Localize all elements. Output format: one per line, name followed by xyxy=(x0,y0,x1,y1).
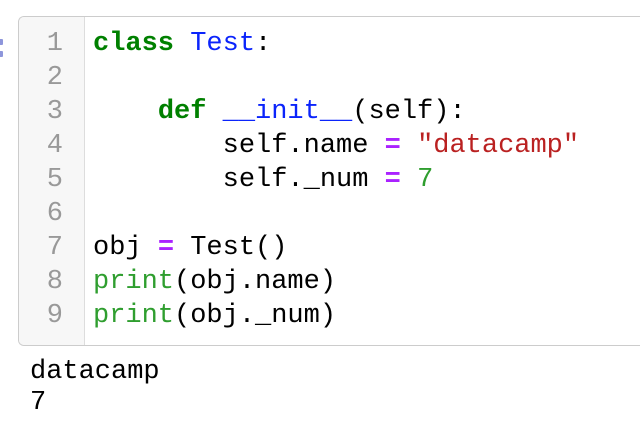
code-token: "datacamp" xyxy=(417,131,580,161)
code-cell: 1 2 3 4 5 6 7 8 9 class Test: def __init__(self)… xyxy=(18,16,640,346)
code-line: self.name = "datacamp" xyxy=(93,129,640,163)
code-line: print(obj._num) xyxy=(93,299,640,333)
code-token: Test xyxy=(190,29,256,59)
gutter: 1 2 3 4 5 6 7 8 9 xyxy=(19,17,85,345)
line-number: 4 xyxy=(46,131,63,161)
code-token: self.name xyxy=(93,131,385,161)
code-line xyxy=(93,61,640,95)
code-token xyxy=(174,29,190,59)
code-token: obj xyxy=(93,233,158,263)
code-token: : xyxy=(255,29,272,59)
code-token: Test() xyxy=(174,233,288,263)
code-token: = xyxy=(157,233,175,263)
line-number: 8 xyxy=(46,267,63,297)
code-token: = xyxy=(384,165,401,195)
clipped-prompt-fragment xyxy=(0,39,3,45)
line-number: 6 xyxy=(46,199,63,229)
code-line: print(obj.name) xyxy=(93,265,640,299)
line-number: 2 xyxy=(46,63,63,93)
code-token: (self): xyxy=(352,97,466,127)
code-token: __init__ xyxy=(222,97,353,127)
line-number: 3 xyxy=(46,97,63,127)
code-token: = xyxy=(384,131,401,161)
code-token: print xyxy=(93,301,175,331)
code-line: obj = Test() xyxy=(93,231,640,265)
code-token: (obj.name) xyxy=(174,267,337,297)
line-number: 9 xyxy=(46,301,63,331)
code-token xyxy=(401,165,417,195)
line-number: 7 xyxy=(46,233,63,263)
code-token xyxy=(206,97,222,127)
output-line: datacamp xyxy=(30,357,160,387)
code-token: print xyxy=(93,267,175,297)
clipped-prompt-fragment xyxy=(0,51,3,57)
code-token xyxy=(401,131,417,161)
code-token: (obj._num) xyxy=(174,301,337,331)
output-line: 7 xyxy=(30,388,47,418)
code-token: self._num xyxy=(93,165,385,195)
code-token: 7 xyxy=(417,165,434,195)
code-line xyxy=(93,197,640,231)
code-token: def xyxy=(157,97,207,127)
line-number: 1 xyxy=(46,29,63,59)
code-line: class Test: xyxy=(93,27,640,61)
code-token: class xyxy=(93,29,175,59)
code-line: self._num = 7 xyxy=(93,163,640,197)
code-line: def __init__(self): xyxy=(93,95,640,129)
code-area[interactable]: class Test: def __init__(self): self.nam… xyxy=(85,17,640,345)
code-token xyxy=(93,97,158,127)
line-number: 5 xyxy=(46,165,63,195)
